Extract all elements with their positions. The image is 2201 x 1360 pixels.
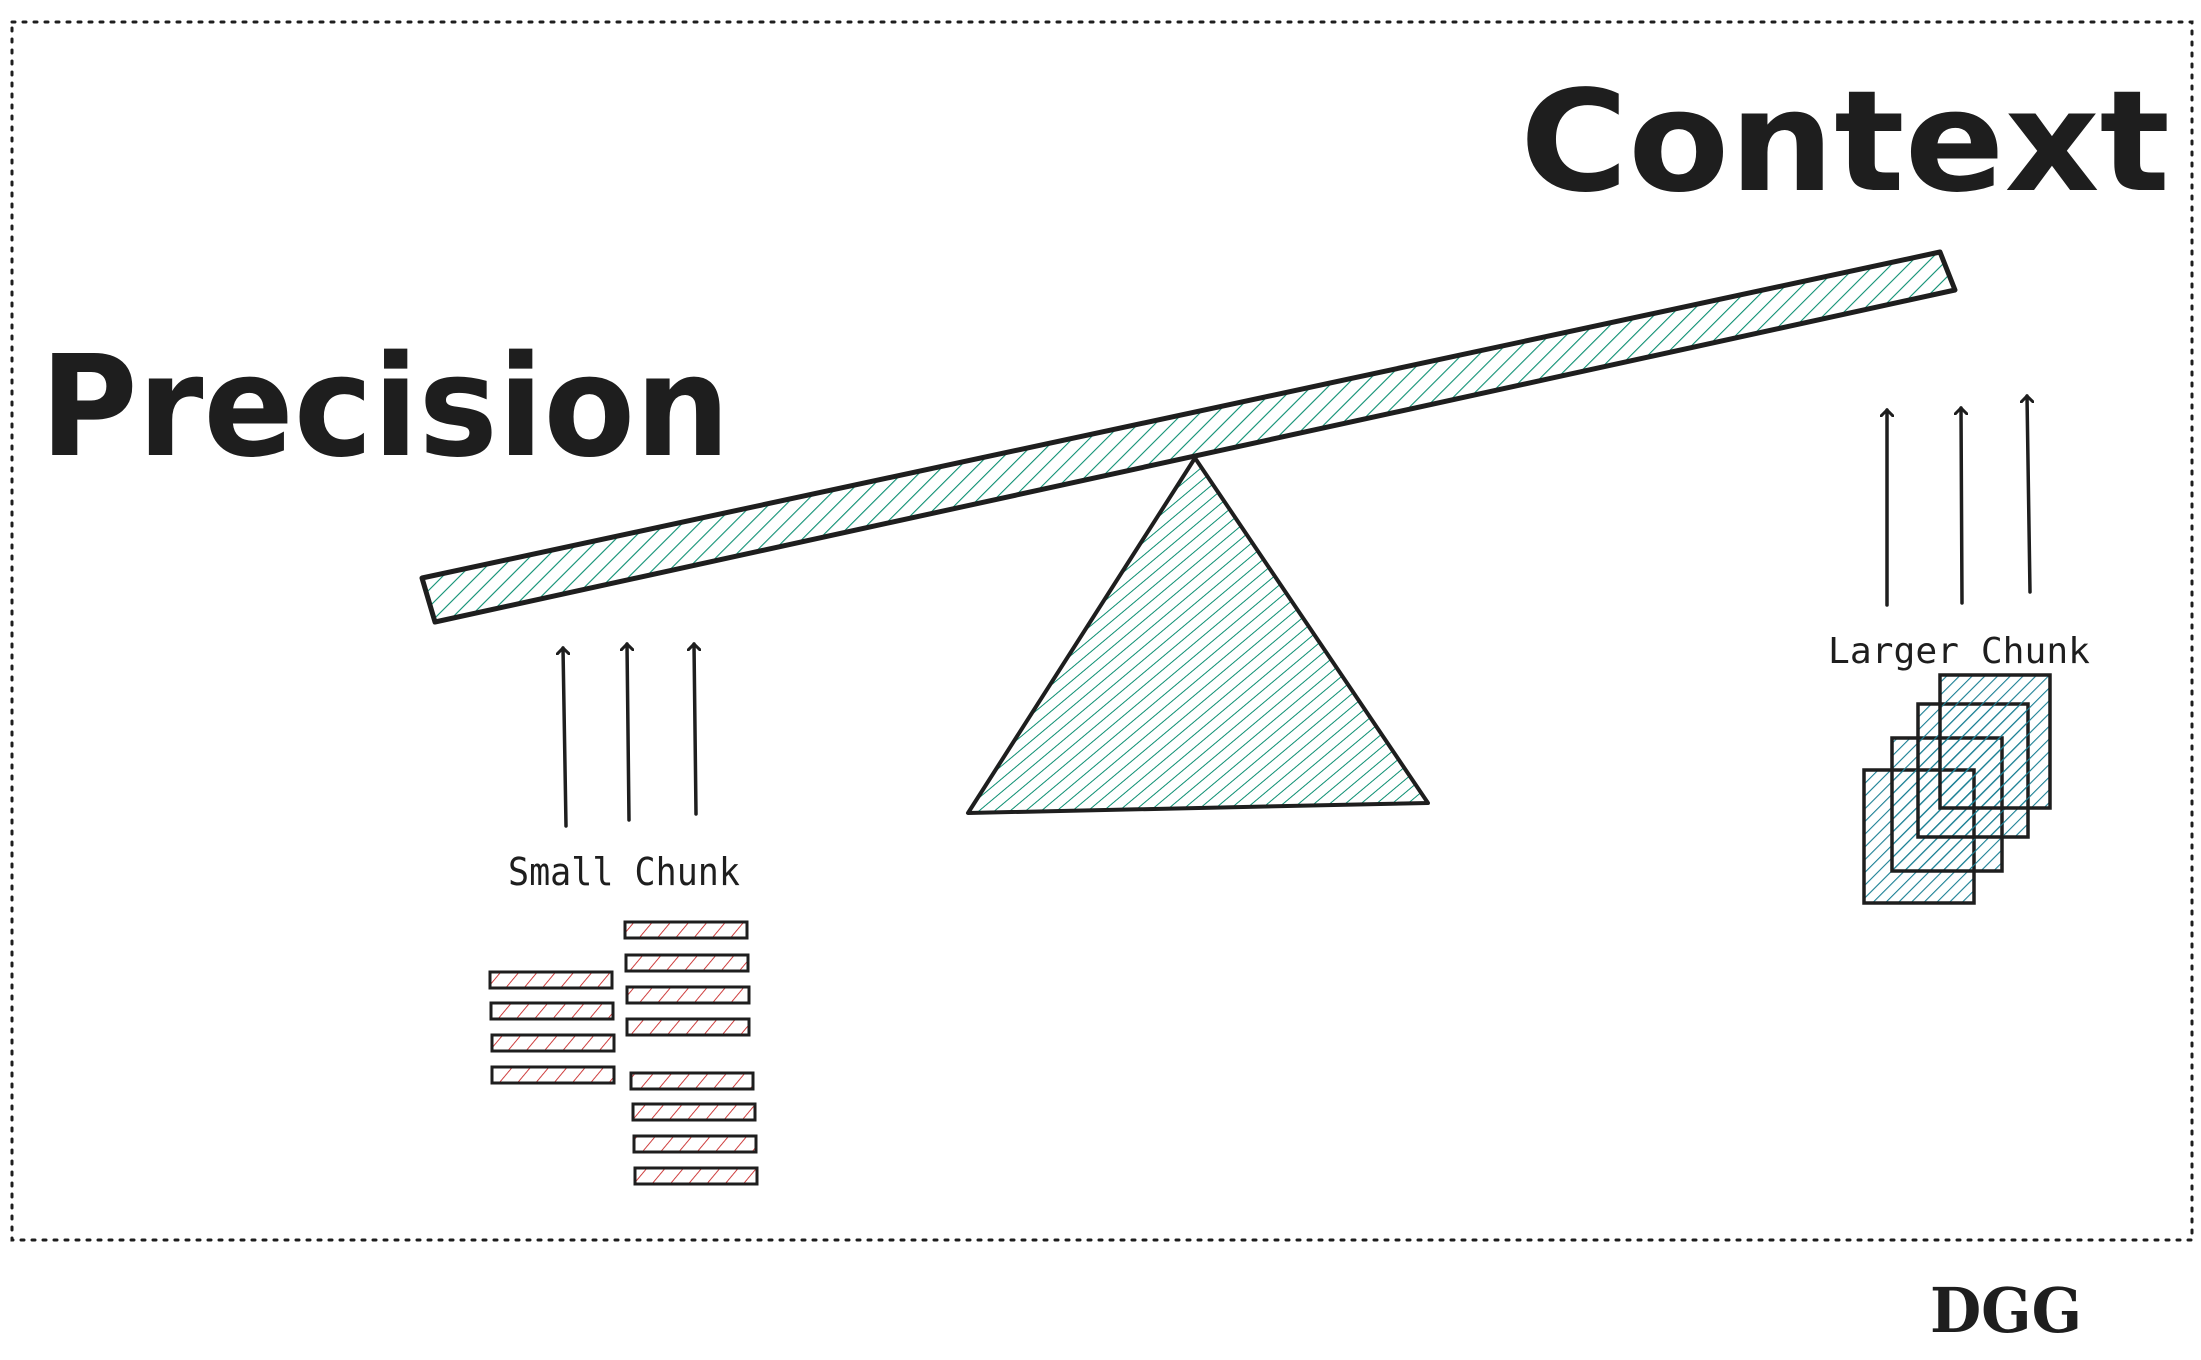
small-chunk — [490, 1065, 616, 1085]
up-arrow-icon — [694, 644, 696, 816]
small-chunk-caption: Small Chunk — [508, 850, 740, 894]
context-title: Context — [1520, 61, 2170, 224]
dotted-frame — [10, 20, 2194, 1242]
small-chunks — [488, 920, 759, 1186]
up-arrow-icon — [2027, 396, 2030, 594]
large-chunk — [1938, 673, 2052, 810]
small-chunk — [623, 920, 749, 940]
small-chunk — [489, 1001, 615, 1021]
small-chunk — [488, 970, 614, 990]
signature: DGG — [1930, 1274, 2082, 1347]
precision-title: Precision — [40, 326, 730, 489]
small-chunk — [625, 985, 751, 1005]
larger-chunk-caption: Larger Chunk — [1828, 631, 2090, 672]
fulcrum-triangle — [966, 456, 1430, 815]
right-arrows — [1887, 396, 2030, 607]
up-arrow-icon — [627, 644, 629, 822]
up-arrow-icon — [563, 648, 566, 828]
small-chunk — [632, 1134, 758, 1154]
small-chunk — [624, 953, 750, 973]
small-chunk — [625, 1017, 751, 1037]
seesaw-beam — [419, 249, 1958, 625]
small-chunk — [631, 1102, 757, 1122]
small-chunk — [629, 1071, 755, 1091]
small-chunk — [633, 1166, 759, 1186]
left-arrows — [563, 644, 696, 828]
up-arrow-icon — [1961, 408, 1962, 605]
large-chunks — [1862, 673, 2052, 905]
small-chunk — [490, 1033, 616, 1053]
